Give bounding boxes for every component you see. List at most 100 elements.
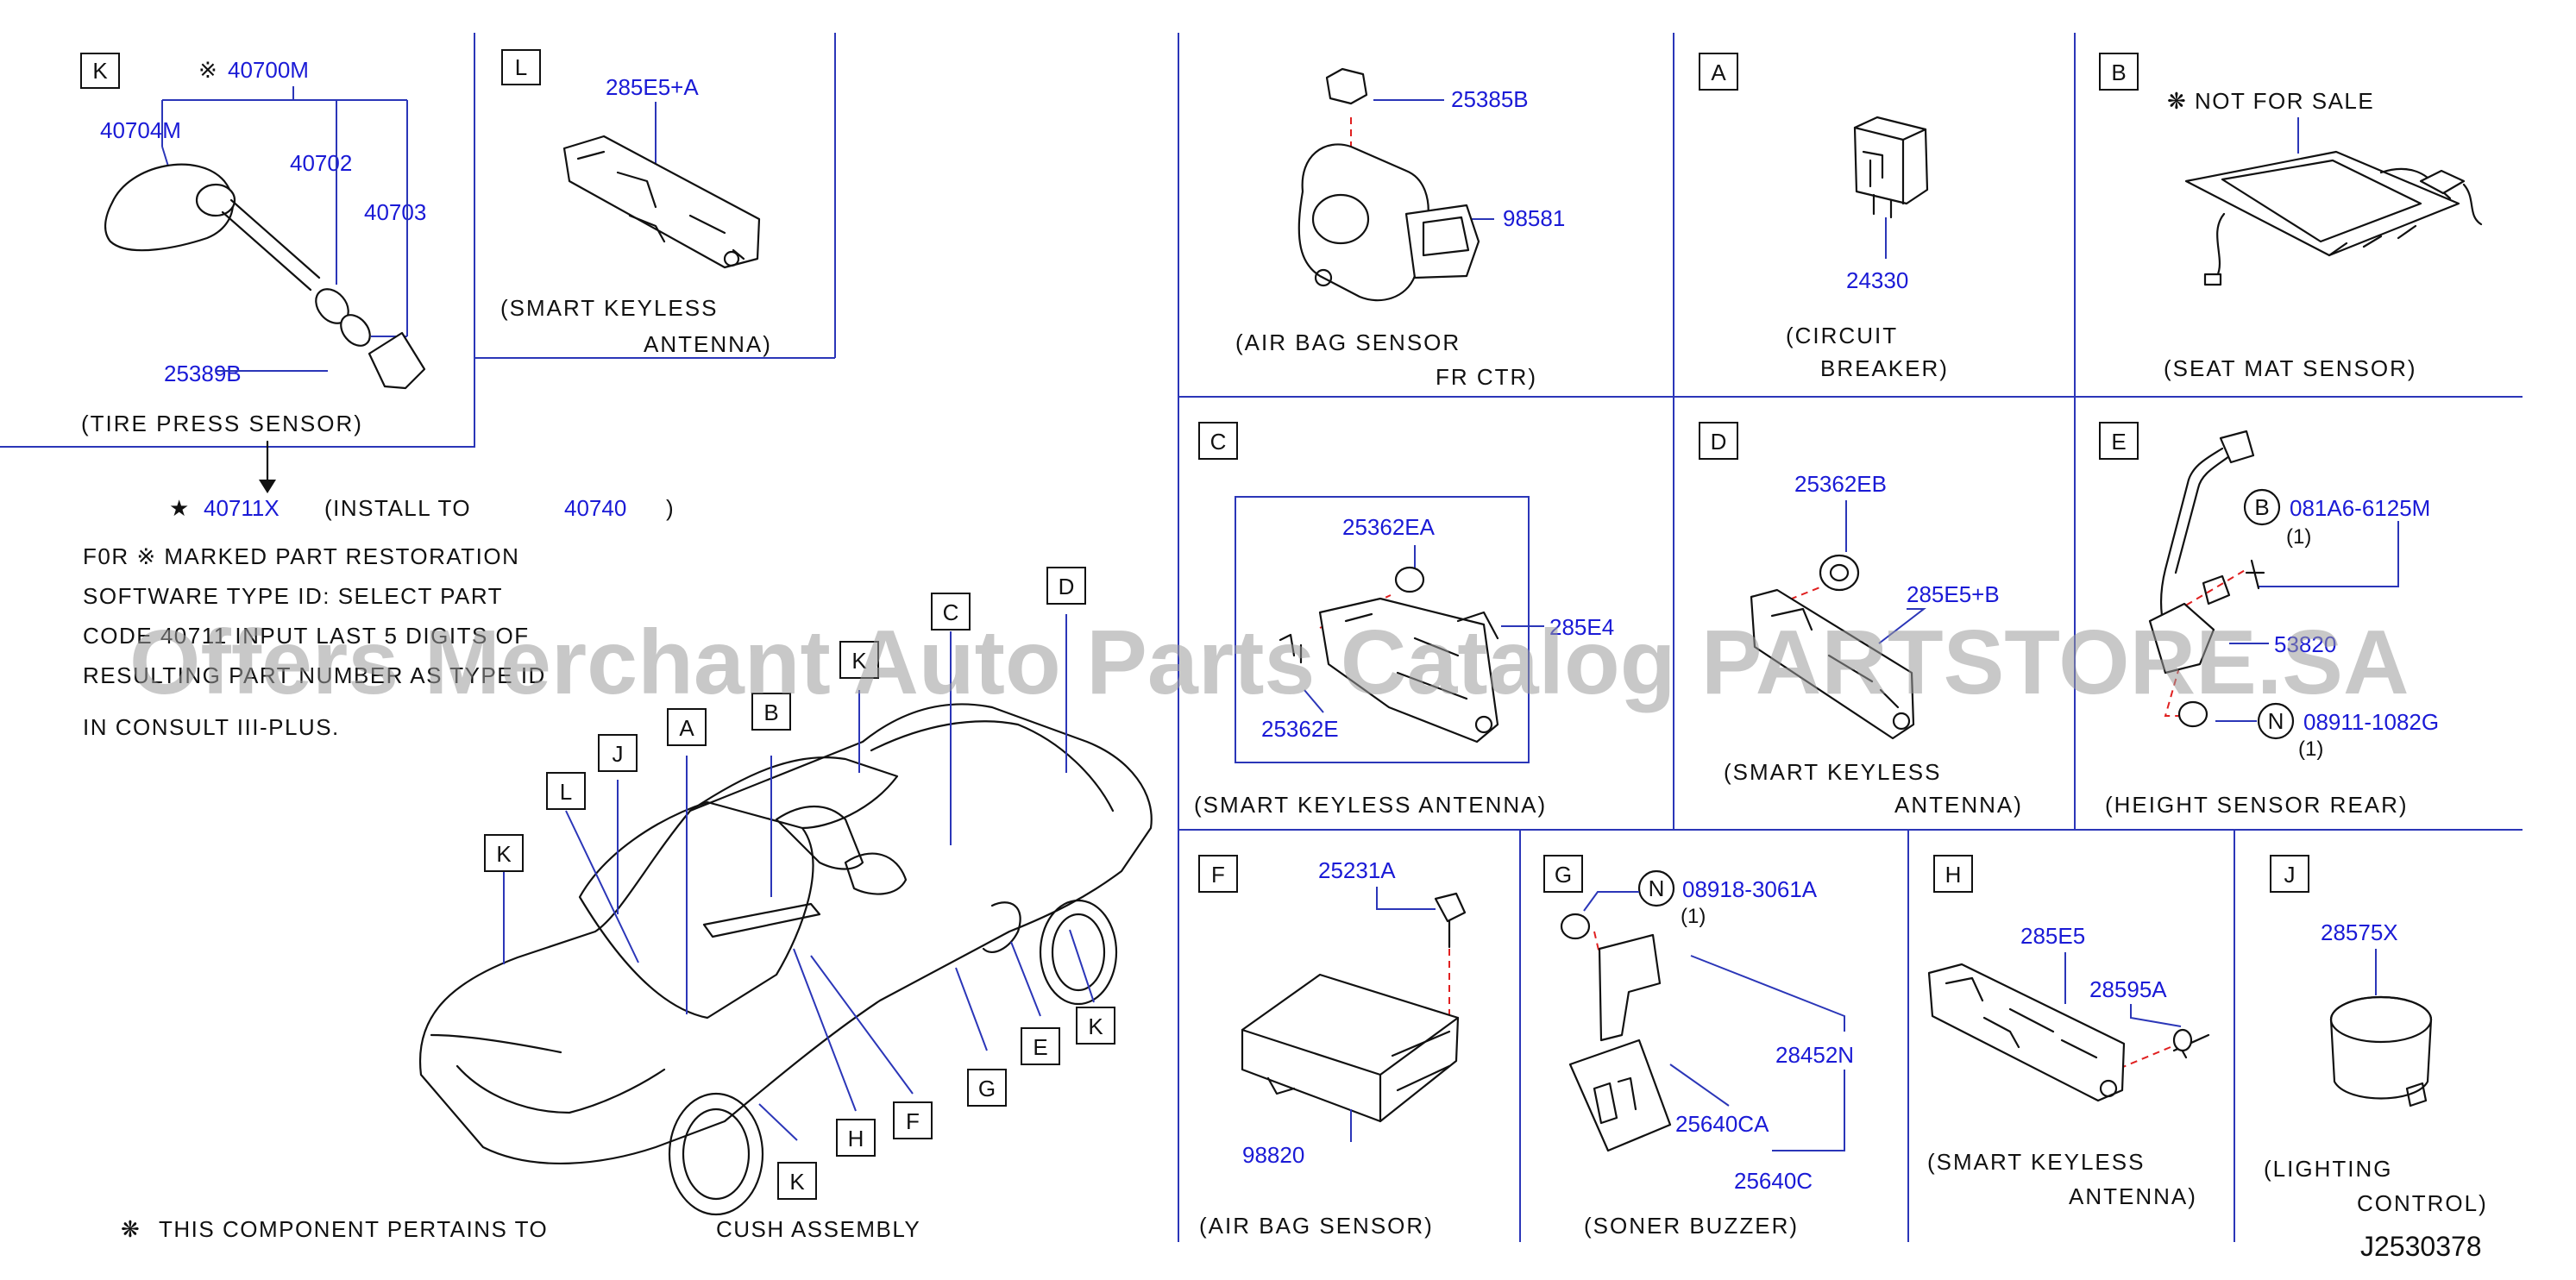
part-25385b[interactable]: 25385B (1451, 86, 1529, 112)
panel-b-note: ❋ NOT FOR SALE (2167, 88, 2374, 114)
panel-h: H 285E5 28595A (SMART KEYLESS ANTENNA) (1927, 855, 2210, 1209)
panel-airbag-fr: 25385B 98581 (AIR BAG SENSOR FR CTR) (1235, 67, 1565, 390)
height-sensor-drawing (2148, 430, 2265, 728)
panel-h-caption-1: (SMART KEYLESS (1927, 1149, 2145, 1175)
panel-c-letter: C (1210, 429, 1227, 455)
panel-c-caption: (SMART KEYLESS ANTENNA) (1194, 792, 1547, 818)
panel-g-circle-n: N (1649, 875, 1665, 901)
part-40704m[interactable]: 40704M (100, 117, 181, 143)
part-25362eb[interactable]: 25362EB (1794, 471, 1887, 497)
panel-airbag-fr-caption-2: FR CTR) (1436, 364, 1537, 390)
panel-l-letter-box (501, 49, 541, 85)
part-40700m[interactable]: 40700M (228, 57, 309, 83)
part-53820[interactable]: 53820 (2274, 631, 2336, 657)
restoration-note: ★ 40711X (INSTALL TO 40740 ) F0R ※ MARKE… (83, 440, 675, 740)
footnote-symbol: ❋ (121, 1216, 140, 1242)
airbag-fr-sensor-drawing (1297, 67, 1480, 302)
watermark-text: Offers Merchant Auto Parts Catalog PARTS… (129, 612, 2410, 713)
panel-d-caption-1: (SMART KEYLESS (1724, 759, 1941, 785)
note-line-2: SOFTWARE TYPE ID: SELECT PART (83, 583, 503, 609)
part-28575x[interactable]: 28575X (2321, 919, 2398, 945)
callout-k-bottom[interactable]: K (789, 1169, 805, 1195)
airbag-sensor-drawing (1241, 892, 1467, 1123)
part-40740[interactable]: 40740 (564, 495, 626, 521)
panel-e-letter: E (2111, 429, 2126, 455)
install-suffix: ) (666, 495, 675, 521)
part-081a6-6125m[interactable]: 081A6-6125M (2290, 495, 2430, 521)
panel-g-letter: G (1555, 862, 1572, 888)
callout-j[interactable]: J (613, 741, 624, 767)
panel-e-circle-n: N (2268, 708, 2284, 734)
panel-c-inner-frame (1235, 496, 1530, 763)
panel-h-caption-2: ANTENNA) (2069, 1183, 2197, 1209)
tire-sensor-drawing (104, 163, 426, 390)
panel-e-qty-1: (1) (2286, 525, 2311, 549)
part-08911-1082g[interactable]: 08911-1082G (2303, 709, 2439, 735)
part-40711x[interactable]: 40711X (204, 495, 280, 521)
panel-k-letter-box (80, 53, 120, 89)
panel-l-caption-2: ANTENNA) (644, 331, 772, 357)
part-24330[interactable]: 24330 (1846, 267, 1908, 293)
footnote-text-b: CUSH ASSEMBLY (716, 1216, 920, 1242)
panel-k-letter: K (92, 58, 108, 84)
callout-f[interactable]: F (906, 1108, 920, 1134)
part-285e5[interactable]: 285E5 (2020, 923, 2085, 949)
callout-d[interactable]: D (1059, 574, 1075, 599)
panel-f-letter: F (1211, 862, 1225, 888)
note-line-3: CODE 40711 INPUT LAST 5 DIGITS OF (83, 623, 530, 649)
callout-k-right[interactable]: K (1088, 1013, 1103, 1039)
callout-k-left[interactable]: K (496, 841, 512, 867)
part-25231a[interactable]: 25231A (1318, 857, 1396, 883)
part-28452n[interactable]: 28452N (1775, 1042, 1854, 1068)
antenna-h-drawing (1927, 963, 2210, 1102)
footnote-text-a: THIS COMPONENT PERTAINS TO (159, 1216, 548, 1242)
part-285e4[interactable]: 285E4 (1549, 614, 1614, 640)
callout-k-upper[interactable]: K (851, 648, 867, 674)
callout-g[interactable]: G (978, 1076, 996, 1101)
callout-a[interactable]: A (679, 715, 694, 741)
panel-l: L 285E5+A (SMART KEYLESS ANTENNA) (500, 49, 772, 357)
panel-b-letter: B (2111, 60, 2126, 85)
buzzer-drawing (1560, 913, 1672, 1152)
part-40703[interactable]: 40703 (364, 199, 426, 225)
panel-j: J 28575X (LIGHTING CONTROL) (2264, 855, 2486, 1216)
drawing-id: J2530378 (2360, 1231, 2482, 1262)
lighting-control-drawing (2329, 995, 2433, 1107)
callout-e[interactable]: E (1033, 1034, 1047, 1060)
callout-c[interactable]: C (943, 599, 959, 625)
part-25362e[interactable]: 25362E (1261, 716, 1339, 742)
install-prefix: (INSTALL TO (324, 495, 471, 521)
note-line-5: IN CONSULT III-PLUS. (83, 714, 340, 740)
callout-b[interactable]: B (763, 700, 778, 725)
part-28595a[interactable]: 28595A (2089, 976, 2167, 1002)
part-25362ea[interactable]: 25362EA (1342, 514, 1436, 540)
star-symbol: ★ (169, 495, 189, 521)
panel-g: G N 08918-3061A (1) 28452N 25640CA 25640… (1543, 855, 1854, 1239)
part-40702[interactable]: 40702 (290, 150, 352, 176)
callout-h[interactable]: H (848, 1126, 864, 1151)
panel-j-caption-1: (LIGHTING (2264, 1156, 2392, 1182)
panel-e-qty-2: (1) (2298, 737, 2323, 761)
callout-l[interactable]: L (560, 779, 572, 805)
part-25389b[interactable]: 25389B (164, 361, 242, 386)
panel-a-caption-2: BREAKER) (1820, 355, 1949, 381)
panel-a: A 24330 (CIRCUIT BREAKER) (1699, 53, 1949, 381)
panel-f: F 25231A 98820 (AIR BAG SENSOR) (1198, 855, 1467, 1239)
part-08918-3061a[interactable]: 08918-3061A (1682, 876, 1818, 902)
part-285e5-b[interactable]: 285E5+B (1907, 581, 2000, 607)
part-25640ca[interactable]: 25640CA (1675, 1111, 1769, 1137)
seat-mat-sensor-drawing (2184, 150, 2483, 286)
part-98581[interactable]: 98581 (1503, 205, 1565, 231)
panel-k: K ※ 40700M 40704M 40702 40703 25389B (TI… (80, 53, 426, 436)
part-285e5-a[interactable]: 285E5+A (606, 74, 699, 100)
part-25640c[interactable]: 25640C (1734, 1168, 1813, 1194)
panel-d-caption-2: ANTENNA) (1894, 792, 2023, 818)
panel-k-caption: (TIRE PRESS SENSOR) (81, 411, 363, 436)
panel-e-caption: (HEIGHT SENSOR REAR) (2105, 792, 2409, 818)
footnote: ❋ THIS COMPONENT PERTAINS TO CUSH ASSEMB… (121, 1216, 920, 1242)
part-98820[interactable]: 98820 (1242, 1142, 1304, 1168)
panel-a-letter: A (1711, 60, 1726, 85)
panel-e: E B 081A6-6125M (1) 53820 N 08911-1082G … (2099, 422, 2439, 818)
note-line-1: F0R ※ MARKED PART RESTORATION (83, 543, 519, 569)
